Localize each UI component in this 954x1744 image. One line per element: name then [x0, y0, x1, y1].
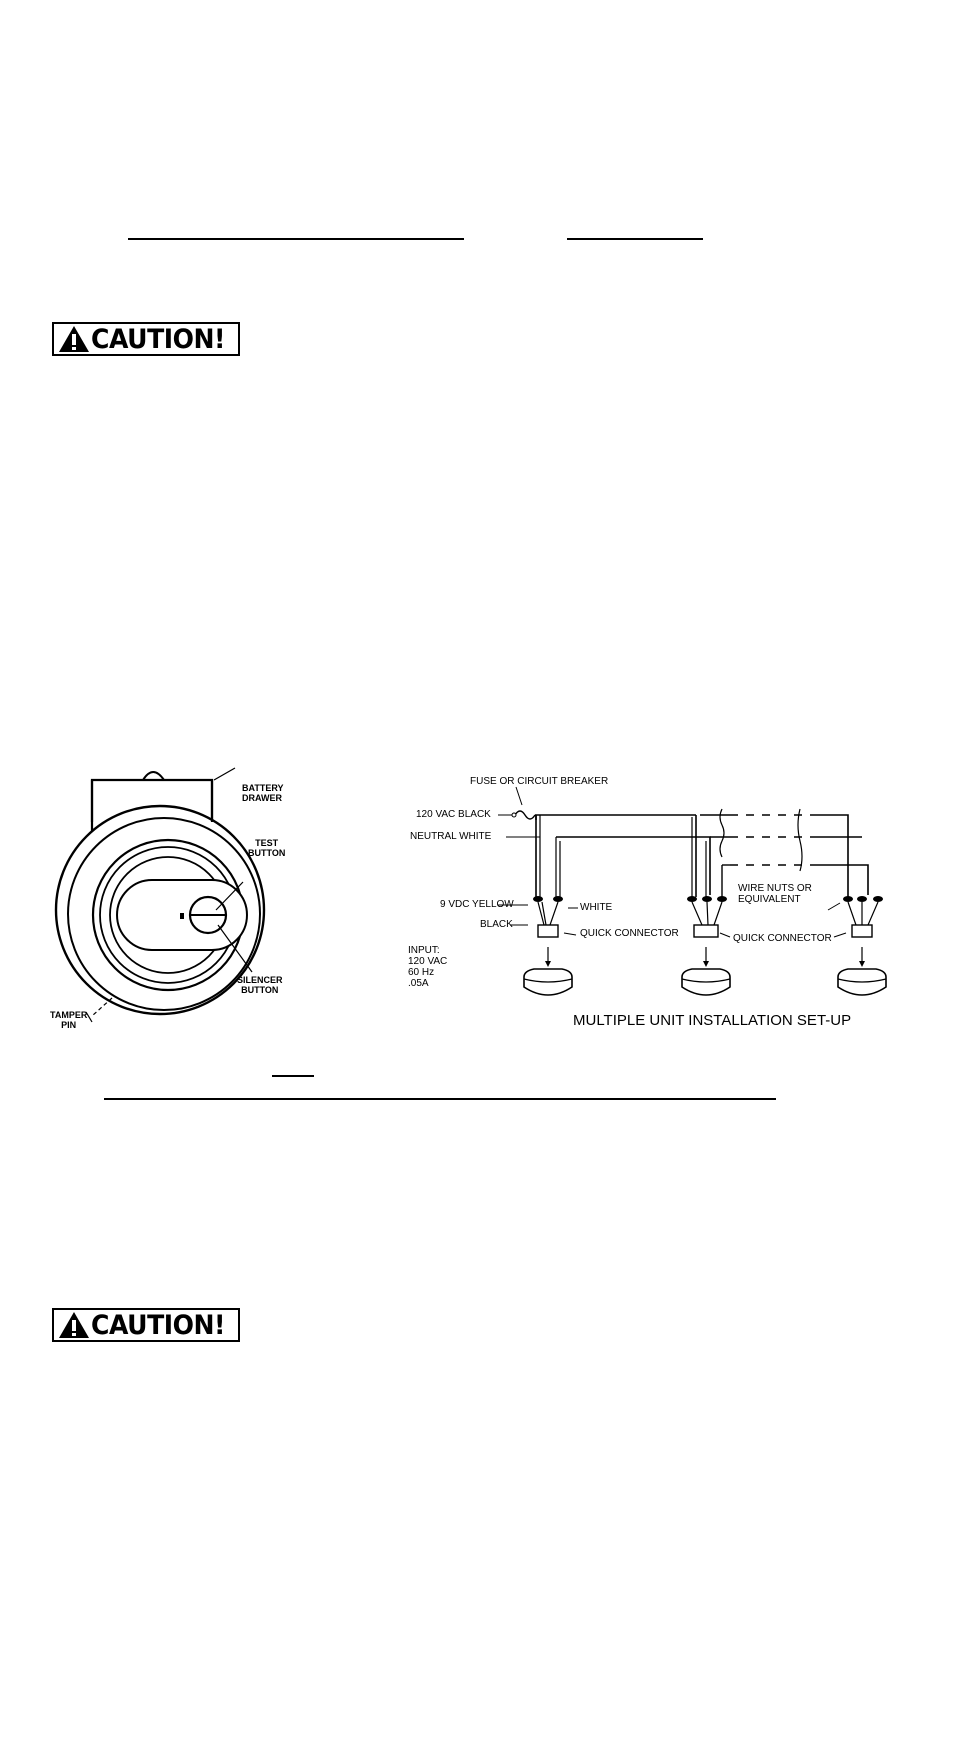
- battery-drawer-label: BATTERY DRAWER: [242, 783, 284, 803]
- test-button-label: TEST BUTTON: [248, 838, 286, 858]
- long-underline: [104, 1098, 776, 1100]
- white-label: WHITE: [580, 902, 613, 913]
- caution-badge: CAUTION!: [52, 322, 240, 356]
- vac-black-label: 120 VAC BLACK: [416, 809, 491, 820]
- silencer-button-label: SILENCER BUTTON: [237, 975, 283, 995]
- wiring-diagram: [498, 786, 887, 996]
- warning-triangle-icon: [59, 1312, 89, 1338]
- smoke-detector-diagram: [54, 767, 266, 1023]
- yellow-label: 9 VDC YELLOW: [440, 899, 514, 910]
- input-specs: INPUT: 120 VAC 60 Hz .05A: [408, 945, 448, 989]
- heading-underline-1: [128, 238, 464, 240]
- short-underline: [272, 1075, 314, 1077]
- caution-label: CAUTION!: [91, 323, 226, 355]
- quick-connector-label-1: QUICK CONNECTOR: [580, 928, 679, 939]
- caution-label: CAUTION!: [91, 1309, 226, 1341]
- caution-badge: CAUTION!: [52, 1308, 240, 1342]
- heading-underline-2: [567, 238, 703, 240]
- tamper-pin-label: TAMPER PIN: [50, 1010, 88, 1030]
- warning-triangle-icon: [59, 326, 89, 352]
- wire-nuts-label: WIRE NUTS OR EQUIVALENT: [738, 883, 812, 905]
- quick-connector-label-2: QUICK CONNECTOR: [733, 933, 832, 944]
- neutral-white-label: NEUTRAL WHITE: [410, 831, 492, 842]
- black-label: BLACK: [480, 919, 513, 930]
- fuse-label: FUSE OR CIRCUIT BREAKER: [470, 776, 609, 787]
- wiring-caption: MULTIPLE UNIT INSTALLATION SET-UP: [573, 1012, 852, 1029]
